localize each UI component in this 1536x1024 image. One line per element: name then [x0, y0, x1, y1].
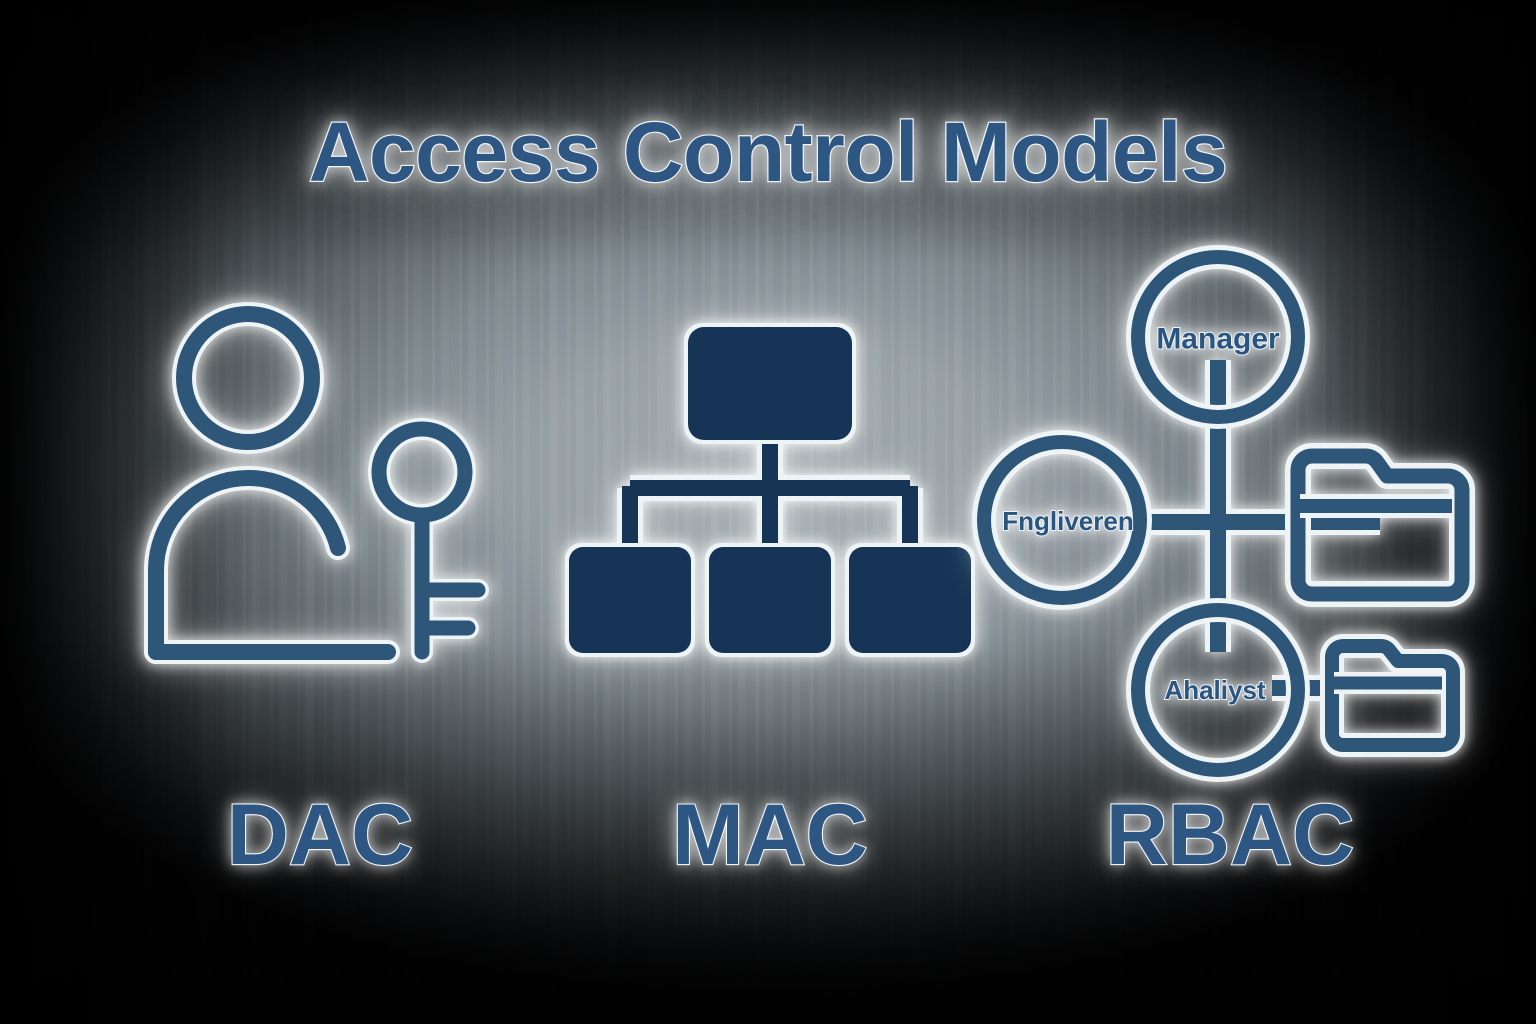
mac-illustration [560, 320, 980, 660]
child-node-box-3 [849, 547, 971, 653]
user-with-key-icon [144, 302, 489, 664]
model-caption-rbac: RBAC [1105, 786, 1356, 884]
role-label-fngliveren: Fngliveren [1002, 506, 1133, 536]
role-graph-icon: Manager Fngliveren Ahaliyst [972, 245, 1475, 782]
dac-illustration [120, 290, 530, 690]
resource-folder-large-icon[interactable] [1290, 448, 1470, 602]
resource-folder-small-icon[interactable] [1325, 639, 1460, 752]
page-title: Access Control Models [308, 104, 1229, 200]
key-bow-icon [371, 421, 473, 523]
person-body-icon [148, 469, 346, 660]
model-caption-dac: DAC [226, 786, 415, 884]
model-caption-mac: MAC [671, 786, 869, 884]
hierarchy-tree-icon [565, 323, 975, 657]
role-label-manager: Manager [1156, 323, 1280, 356]
parent-node-box [688, 327, 852, 440]
child-node-box-1 [569, 547, 691, 653]
role-node-manager[interactable] [1131, 250, 1305, 424]
person-head-icon [176, 306, 320, 450]
role-node-fngliveren[interactable] [977, 435, 1147, 605]
child-node-box-2 [709, 547, 831, 653]
role-label-ahaliyst: Ahaliyst [1164, 675, 1265, 705]
rbac-illustration: Manager Fngliveren Ahaliyst [972, 240, 1490, 782]
role-node-ahaliyst[interactable] [1131, 603, 1305, 777]
